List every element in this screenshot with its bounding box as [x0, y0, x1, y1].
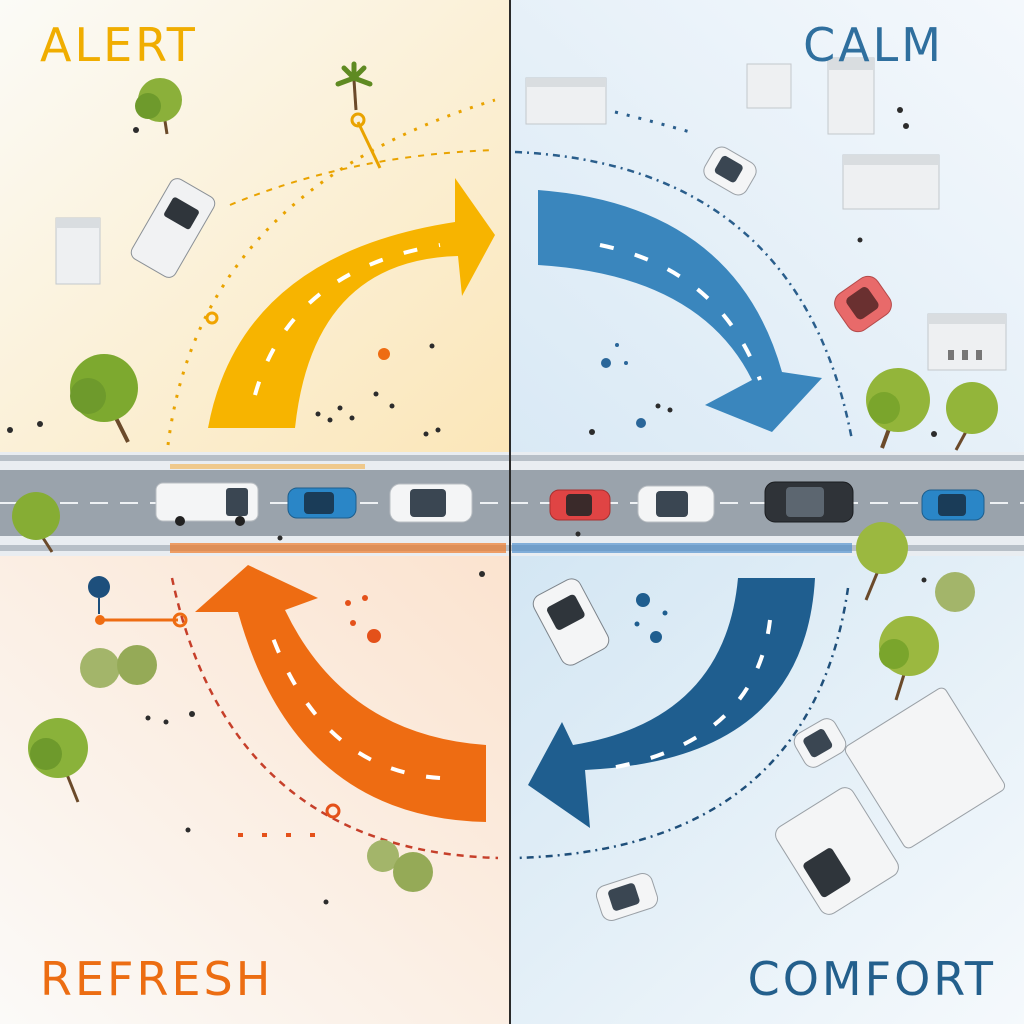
- tree-icon: [135, 78, 182, 135]
- label-alert: ALERT: [40, 18, 198, 72]
- refresh-arrow: [195, 565, 486, 822]
- van-icon: [155, 482, 259, 526]
- tree-icon: [946, 382, 998, 451]
- tree-icon: [879, 616, 939, 701]
- comfort-arrow: [528, 578, 815, 828]
- alert-marker-icon: [350, 112, 366, 128]
- pin-icon: [88, 576, 110, 598]
- building-icon: [525, 77, 607, 125]
- building-icon: [746, 63, 792, 109]
- car-icon: [287, 487, 357, 519]
- refresh-dashed-path: [170, 577, 499, 860]
- palm-tree-icon: [335, 61, 373, 111]
- car-icon: [793, 718, 847, 768]
- pedestrian-icon: [7, 107, 937, 905]
- car-icon: [549, 489, 611, 521]
- building-icon: [827, 57, 875, 135]
- alert-arrow: [208, 178, 495, 428]
- tree-icon: [12, 492, 60, 553]
- truck-icon: [775, 687, 1006, 915]
- building-icon: [55, 217, 101, 285]
- car-icon: [532, 578, 610, 666]
- building-icon: [842, 154, 940, 210]
- refresh-marker-icon: [172, 612, 188, 628]
- comfort-dashed-path: [514, 587, 850, 860]
- car-icon: [834, 275, 892, 333]
- label-comfort: COMFORT: [747, 952, 996, 1006]
- shrub-icon: [367, 840, 433, 892]
- calm-dashed-path: [514, 150, 854, 441]
- car-icon: [389, 483, 473, 523]
- car-icon: [637, 485, 715, 523]
- tree-icon: [856, 522, 908, 601]
- car-icon: [764, 481, 854, 523]
- refresh-marker-icon: [95, 615, 105, 625]
- tree-icon: [866, 368, 930, 449]
- tree-icon: [28, 718, 88, 803]
- shrub-icon: [935, 572, 975, 612]
- label-calm: CALM: [803, 18, 944, 72]
- calm-arrow: [538, 190, 822, 432]
- shrub-icon: [80, 645, 157, 688]
- signal-markers: [205, 311, 668, 837]
- tree-icon: [70, 354, 138, 443]
- truck-icon: [130, 178, 216, 278]
- car-icon: [921, 489, 985, 521]
- alert-dashed-path: [229, 149, 496, 206]
- car-icon: [595, 873, 659, 921]
- car-icon: [703, 146, 757, 196]
- label-refresh: REFRESH: [40, 952, 274, 1006]
- alert-marker-line: [356, 121, 382, 169]
- building-icon: [927, 313, 1007, 371]
